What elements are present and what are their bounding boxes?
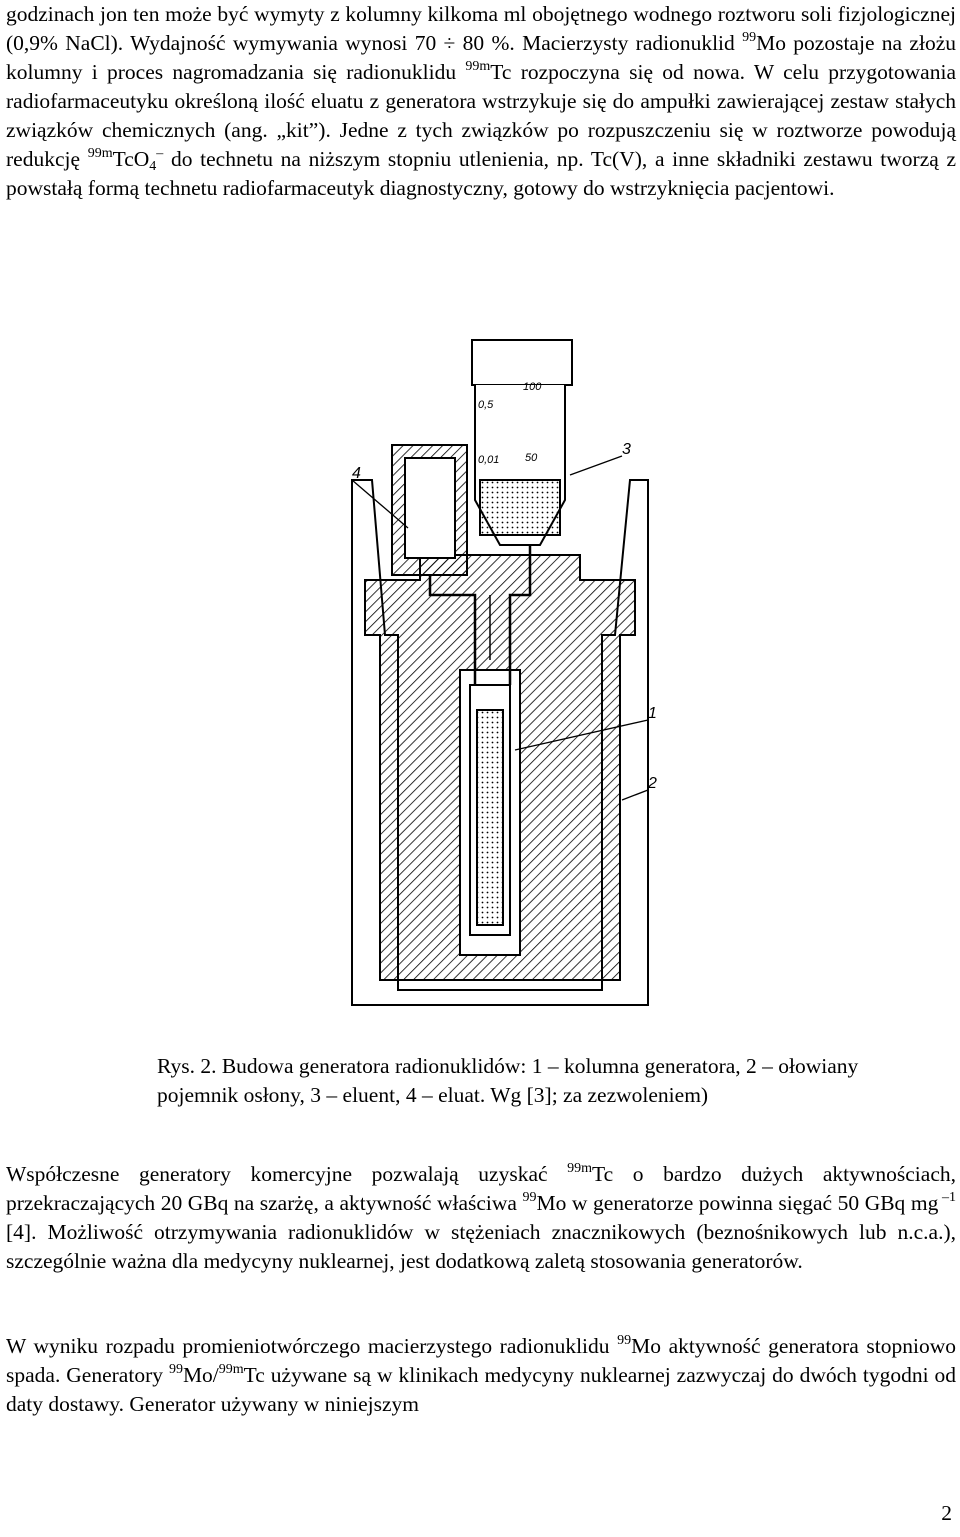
text-run: [4]. Możliwość otrzymywania radionuklidó… — [6, 1220, 956, 1273]
text-run: W wyniku rozpadu promieniotwórczego maci… — [6, 1334, 618, 1358]
scale-001: 0,01 — [478, 454, 499, 466]
text-run: Współczesne generatory komercyjne pozwal… — [6, 1162, 568, 1186]
text-run: Mo pozostaje na złożu kolumny i proces n… — [6, 31, 956, 84]
label-3: 3 — [622, 441, 631, 458]
page-number: 2 — [941, 1501, 952, 1525]
paragraph-2: Współczesne generatory komercyjne pozwal… — [6, 1160, 956, 1276]
superscript: 99m — [567, 1161, 593, 1176]
text-run: Mo w generatorze powinna sięgać 50 GBq m… — [536, 1191, 939, 1215]
figure-caption: Rys. 2. Budowa generatora radionuklidów:… — [157, 1052, 947, 1110]
eluent-bottle-cap — [471, 339, 573, 386]
generator-diagram: 1 2 3 4 100 0,5 0,01 50 — [330, 330, 670, 1010]
scale-05: 0,5 — [478, 399, 494, 411]
superscript: 99m — [465, 59, 491, 74]
superscript: – — [156, 146, 164, 161]
tubing — [428, 545, 532, 685]
eluate-vial — [404, 457, 456, 559]
text-run: Tc rozpoczyna się od nowa. W celu przygo… — [6, 60, 956, 171]
subscript: 4 — [149, 159, 157, 174]
pointer-line-4 — [351, 479, 409, 529]
superscript: 99 — [522, 1190, 537, 1205]
scale-100: 100 — [523, 381, 542, 393]
caption-line-1: Rys. 2. Budowa generatora radionuklidów:… — [157, 1054, 859, 1078]
superscript: 99m — [87, 146, 113, 161]
superscript: 99 — [742, 30, 757, 45]
text-run: Tc o bardzo dużych aktywnościach, przekr… — [6, 1162, 956, 1215]
caption-line-2: pojemnik osłony, 3 – eluent, 4 – eluat. … — [157, 1083, 709, 1107]
text-run: Mo/ — [182, 1363, 219, 1387]
pointer-line-3 — [569, 455, 623, 476]
superscript: 99 — [168, 1362, 183, 1377]
eluent-liquid — [479, 479, 561, 536]
text-run: Tc używane są w klinikach medycyny nukle… — [6, 1363, 956, 1416]
label-1: 1 — [648, 705, 657, 722]
label-2: 2 — [647, 775, 657, 792]
scale-50: 50 — [525, 452, 538, 464]
column-bed — [476, 709, 504, 926]
text-run: godzinach jon ten może być wymyty z kolu… — [6, 2, 956, 55]
text-run: TcO — [112, 147, 150, 171]
text-run: do technetu na niższym stopniu utlenieni… — [6, 147, 956, 200]
label-4: 4 — [352, 465, 361, 482]
text-run: Mo aktywność generatora stopniowo spada.… — [6, 1334, 957, 1387]
superscript: 99m — [218, 1362, 244, 1377]
superscript: –1 — [938, 1190, 956, 1205]
paragraph-3: W wyniku rozpadu promieniotwórczego maci… — [6, 1332, 956, 1419]
pointer-line-1 — [514, 719, 649, 751]
pointer-line-2 — [621, 789, 649, 801]
generator-diagram-svg: 1 2 3 4 100 0,5 0,01 50 — [351, 339, 657, 1006]
superscript: 99 — [617, 1333, 632, 1348]
paragraph-1: godzinach jon ten może być wymyty z kolu… — [6, 0, 956, 203]
